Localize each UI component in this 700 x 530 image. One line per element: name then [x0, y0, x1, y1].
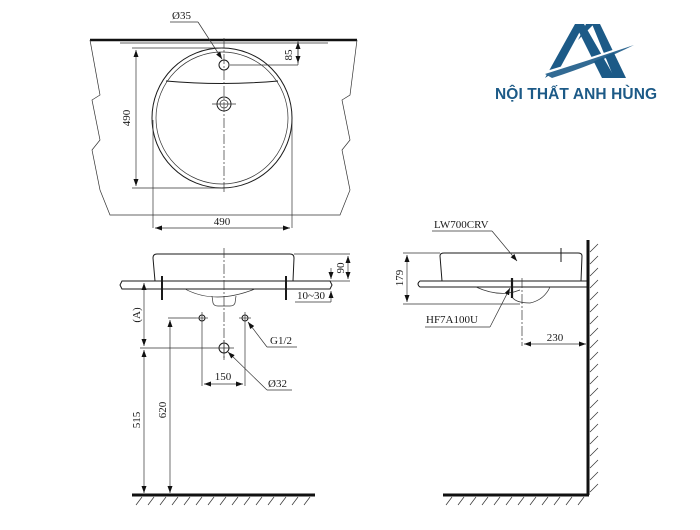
drain-model-label: HF7A100U — [426, 314, 478, 326]
front-view: 90 10~30 G1/2 Ø32 150 (A) 515 — [119, 248, 351, 506]
counter-side — [417, 280, 589, 288]
basin-inner-rim — [155, 51, 289, 185]
basin-height-label: 90 — [335, 262, 347, 274]
width-label: 490 — [214, 216, 231, 228]
counter-front — [119, 280, 333, 290]
total-height-label: 179 — [394, 269, 406, 286]
drain-diameter-label: Ø32 — [268, 378, 287, 390]
floor-hatch — [135, 496, 311, 506]
depth-label: 490 — [121, 109, 133, 126]
drain-height-label: 515 — [131, 411, 143, 428]
supply-fitting-label: G1/2 — [270, 335, 292, 347]
supply-height-label: 620 — [157, 401, 169, 418]
basin-outer-rim — [151, 47, 293, 189]
reference-a-label: (A) — [131, 307, 143, 323]
top-view: 85 Ø35 490 490 — [89, 10, 358, 231]
basin-model-label: LW700CRV — [434, 219, 489, 231]
brand-logo-icon — [543, 24, 636, 78]
wall-distance-label: 230 — [547, 332, 564, 344]
side-view: 179 LW700CRV HF7A100U 230 — [394, 219, 599, 506]
brand-name: NỘI THẤT ANH HÙNG — [495, 86, 658, 103]
wall-hatch — [589, 243, 599, 493]
side-floor-hatch — [445, 496, 585, 506]
counter-thickness-label: 10~30 — [297, 290, 325, 302]
counter-outline — [89, 39, 358, 216]
tap-diameter-label: Ø35 — [172, 10, 191, 22]
tap-offset-label: 85 — [283, 49, 295, 61]
supply-spacing-label: 150 — [215, 371, 232, 383]
